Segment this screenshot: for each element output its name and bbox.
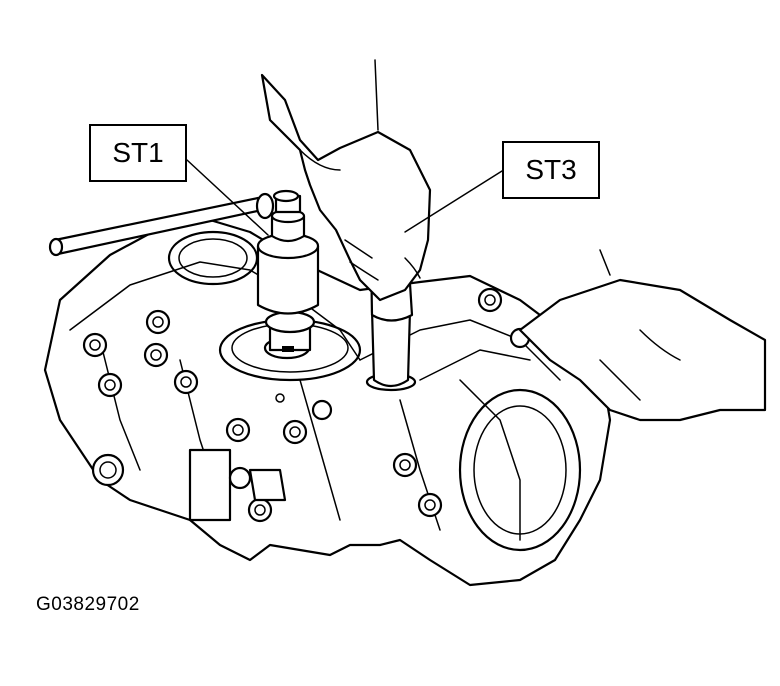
- sensor-plug: [188, 448, 287, 522]
- bolt-bosses: [82, 287, 531, 523]
- guide-bar: [48, 196, 264, 257]
- bearing-bore: [167, 230, 259, 286]
- st1-callout-label: ST1: [89, 124, 187, 182]
- left-hand: [518, 249, 767, 422]
- leader-lines: [186, 159, 503, 236]
- side-opening: [458, 388, 582, 552]
- figure-id: G03829702: [36, 594, 140, 615]
- st3-callout-label: ST3: [502, 141, 600, 199]
- st1-tool: [255, 189, 320, 360]
- right-hand: [260, 59, 432, 302]
